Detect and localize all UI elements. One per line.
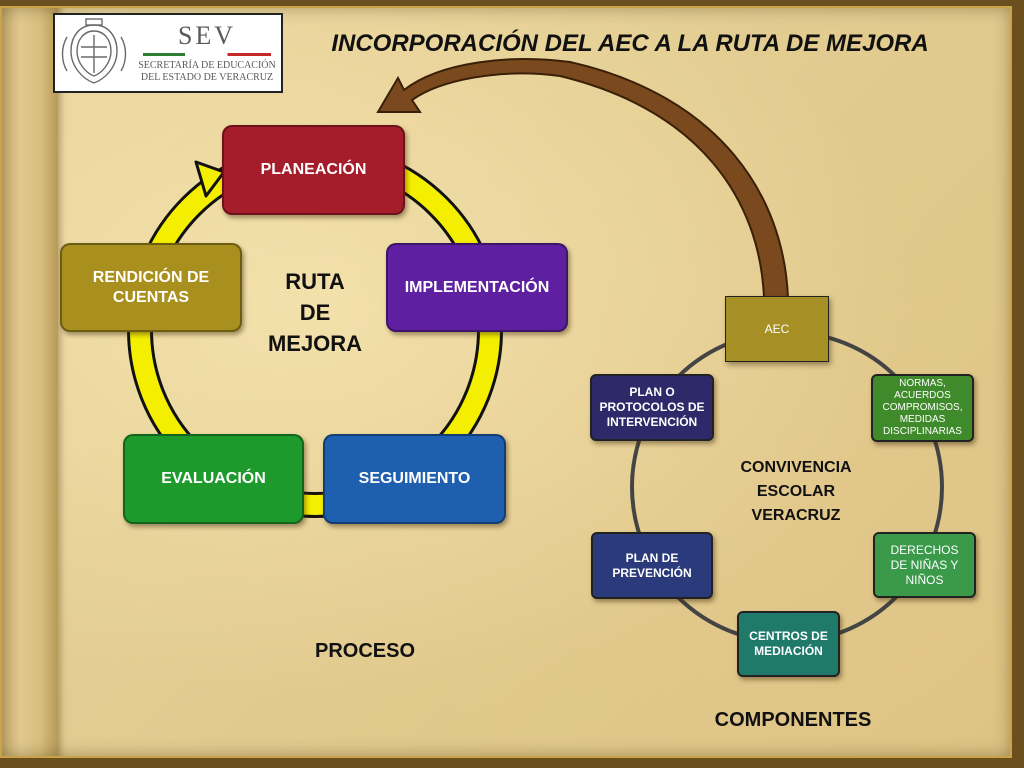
evaluacion-box: EVALUACIÓN bbox=[123, 434, 304, 524]
rendicion-label-2: CUENTAS bbox=[112, 288, 190, 306]
rendicion-box: RENDICIÓN DE CUENTAS bbox=[60, 243, 242, 332]
rendicion-label-1: RENDICIÓN DE bbox=[92, 268, 210, 286]
centros-box: CENTROS DE MEDIACIÓN bbox=[737, 611, 840, 677]
convivencia-center-line-3: VERACRUZ bbox=[751, 507, 841, 524]
plan-prevencion-line-2: PREVENCIÓN bbox=[612, 565, 692, 580]
centros-line-1: CENTROS DE bbox=[749, 629, 828, 643]
seguimiento-box: SEGUIMIENTO bbox=[323, 434, 506, 524]
ruta-center-line-3: MEJORA bbox=[267, 331, 363, 356]
cycle-arrow-head-icon bbox=[194, 160, 226, 198]
ruta-center-line-1: RUTA bbox=[285, 269, 345, 294]
plan-protocolos-box: PLAN O PROTOCOLOS DE INTERVENCIÓN bbox=[590, 374, 714, 441]
derechos-line-2: DE NIÑAS Y bbox=[890, 557, 959, 572]
derechos-line-3: NIÑOS bbox=[905, 572, 944, 587]
logo-line-1: SECRETARÍA DE EDUCACIÓN bbox=[138, 60, 276, 71]
implementacion-label: IMPLEMENTACIÓN bbox=[404, 278, 550, 296]
plan-protocolos-line-2: PROTOCOLOS DE bbox=[599, 400, 705, 414]
aec-curved-arrow-icon bbox=[376, 58, 790, 299]
ruta-center-line-2: DE bbox=[299, 300, 331, 325]
normas-line-1: NORMAS, bbox=[899, 378, 946, 389]
plan-protocolos-line-1: PLAN O bbox=[629, 385, 675, 399]
planeacion-label: PLANEACIÓN bbox=[260, 161, 367, 178]
normas-line-5: DISCIPLINARIAS bbox=[883, 426, 962, 437]
logo-flag-stripe bbox=[143, 53, 271, 56]
ruta-center-label: RUTA DE MEJORA bbox=[255, 266, 375, 359]
normas-line-4: MEDIDAS bbox=[899, 414, 946, 425]
logo-line-2: DEL ESTADO DE VERACRUZ bbox=[140, 72, 274, 83]
logo-acronym: SEV bbox=[177, 21, 237, 50]
convivencia-center-line-1: CONVIVENCIA bbox=[740, 459, 852, 476]
aec-box: AEC bbox=[725, 296, 829, 362]
slide-title: INCORPORACIÓN DEL AEC A LA RUTA DE MEJOR… bbox=[331, 30, 929, 57]
veracruz-coat-of-arms-icon bbox=[61, 18, 127, 84]
derechos-box: DERECHOS DE NIÑAS Y NIÑOS bbox=[873, 532, 976, 598]
aec-label: AEC bbox=[764, 321, 790, 336]
plan-protocolos-line-3: INTERVENCIÓN bbox=[606, 415, 698, 429]
implementacion-box: IMPLEMENTACIÓN bbox=[386, 243, 568, 332]
plan-prevencion-box: PLAN DE PREVENCIÓN bbox=[591, 532, 713, 599]
proceso-caption: PROCESO bbox=[314, 640, 416, 662]
seguimiento-label: SEGUIMIENTO bbox=[358, 470, 471, 487]
plan-prevencion-line-1: PLAN DE bbox=[625, 550, 679, 565]
normas-line-2: ACUERDOS bbox=[894, 390, 951, 401]
componentes-caption: COMPONENTES bbox=[714, 709, 872, 731]
sev-logo-text: SEV SECRETARÍA DE EDUCACIÓN DEL ESTADO D… bbox=[137, 21, 277, 84]
convivencia-center-label: CONVIVENCIA ESCOLAR VERACRUZ bbox=[716, 456, 876, 528]
sev-logo: SEV SECRETARÍA DE EDUCACIÓN DEL ESTADO D… bbox=[53, 13, 283, 93]
book-spine bbox=[0, 0, 58, 768]
derechos-line-1: DERECHOS bbox=[890, 542, 959, 557]
evaluacion-label: EVALUACIÓN bbox=[161, 470, 266, 487]
normas-box: NORMAS, ACUERDOS COMPROMISOS, MEDIDAS DI… bbox=[871, 374, 974, 442]
centros-line-2: MEDIACIÓN bbox=[754, 644, 823, 658]
planeacion-box: PLANEACIÓN bbox=[222, 125, 405, 215]
normas-line-3: COMPROMISOS, bbox=[882, 402, 963, 413]
convivencia-center-line-2: ESCOLAR bbox=[756, 483, 836, 500]
